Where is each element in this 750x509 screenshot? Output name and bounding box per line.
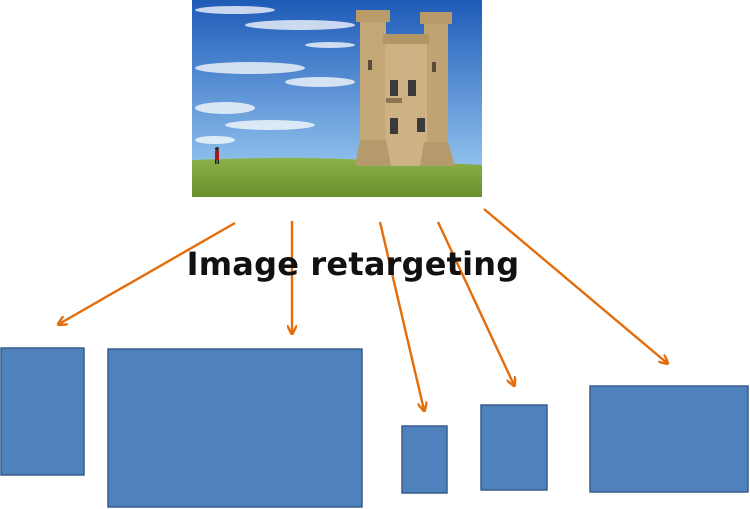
output-box-small-narrow [401,425,448,494]
output-box-wide [589,385,749,493]
diagram-title: Image retargeting [186,245,520,283]
arrow-to-small-square [436,221,514,385]
output-box-tall-left [0,347,85,476]
arrow-to-small-narrow [378,221,424,410]
grass-hill [192,157,482,197]
arrows [59,208,667,410]
output-box-large [107,348,363,508]
source-image [192,0,482,197]
clouds [195,6,355,144]
arrow-to-wide [483,208,667,363]
castle-tower [355,10,455,166]
output-box-small-square [480,404,548,491]
arrow-to-tall-left [59,221,236,324]
output-boxes [0,347,749,508]
walking-person [215,147,219,164]
